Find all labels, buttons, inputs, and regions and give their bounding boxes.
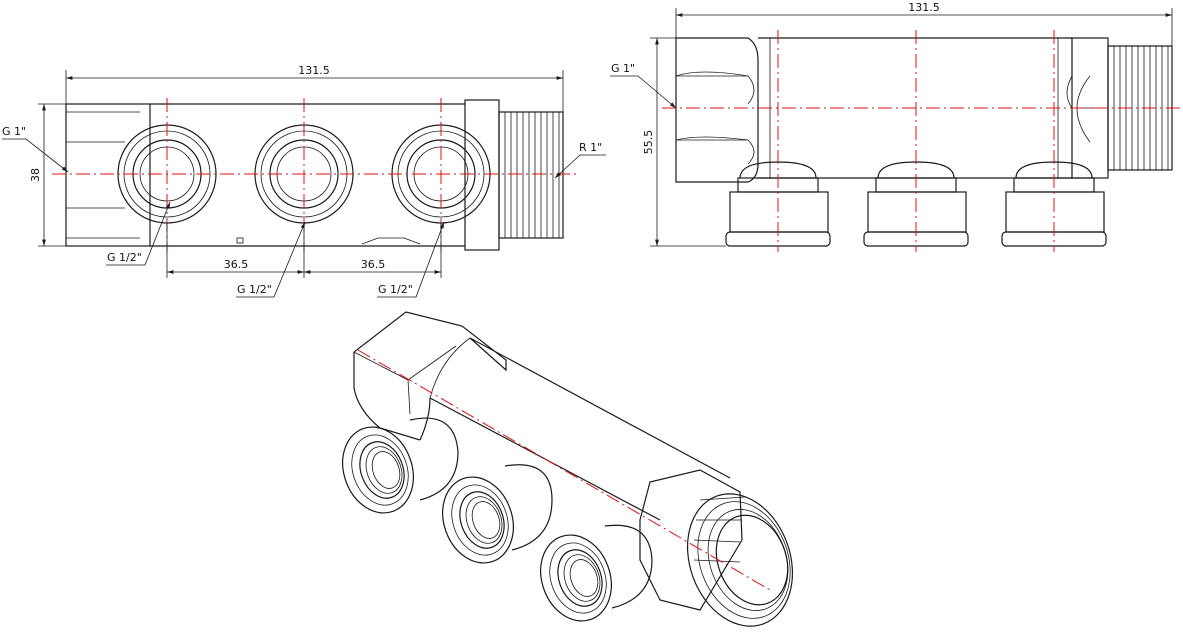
iso-port-1 [342, 417, 459, 514]
side-length-label: 131.5 [908, 1, 940, 14]
iso-hex-nut [353, 311, 507, 441]
front-leader-port-1: G 1/2" [106, 201, 171, 266]
front-height-label: 38 [29, 168, 42, 182]
side-leader-inlet: G 1" [610, 62, 677, 109]
front-port-thread-label-2: G 1/2" [237, 283, 272, 296]
iso-port-2 [442, 464, 553, 564]
side-dim-length: 131.5 [675, 1, 1173, 46]
iso-centerline [357, 349, 771, 591]
front-centerlines [52, 98, 576, 252]
front-view: 131.5 38 36.5 36.5 G 1" R 1" G [2, 64, 606, 298]
front-dim-length: 131.5 [65, 64, 564, 112]
front-spacing-right-label: 36.5 [361, 258, 386, 271]
front-wrench-flat [361, 237, 421, 245]
isometric-view [342, 311, 794, 627]
front-dim-height: 38 [29, 103, 66, 247]
front-leader-outlet: R 1" [554, 141, 606, 179]
side-centerlines [662, 30, 1180, 252]
front-right-thread [464, 99, 564, 251]
front-length-label: 131.5 [298, 64, 330, 77]
front-leader-port-2: G 1/2" [236, 221, 306, 298]
front-leader-port-3: G 1/2" [377, 221, 445, 298]
front-dim-spacing: 36.5 36.5 [166, 223, 442, 278]
front-inlet-thread-label: G 1" [2, 125, 26, 138]
iso-right-thread [639, 469, 794, 627]
front-leader-inlet: G 1" [2, 125, 69, 173]
side-height-label: 55.5 [642, 130, 655, 155]
iso-port-3 [540, 524, 653, 622]
front-port-thread-label-3: G 1/2" [378, 283, 413, 296]
front-outlet-thread-label: R 1" [579, 141, 602, 154]
side-inlet-thread-label: G 1" [611, 62, 635, 75]
side-view: 131.5 55.5 G 1" [610, 1, 1180, 252]
front-marking-notch [236, 237, 244, 244]
front-port-thread-label-1: G 1/2" [107, 251, 142, 264]
iso-body [429, 337, 731, 521]
front-body [150, 103, 465, 247]
side-dim-height: 55.5 [642, 37, 726, 247]
front-spacing-left-label: 36.5 [224, 258, 249, 271]
side-left-hex-nut [675, 37, 759, 183]
front-left-hex-nut [65, 103, 151, 247]
